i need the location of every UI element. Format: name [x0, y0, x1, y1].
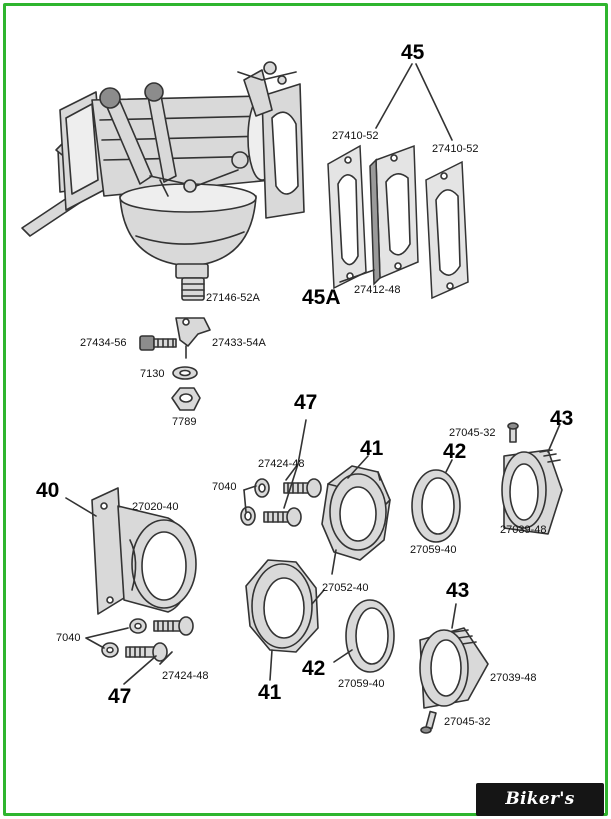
label-nipple-top: 27039-48 — [500, 524, 547, 536]
label-screw: 27434-56 — [80, 337, 127, 349]
label-seal-top: 27059-40 — [410, 544, 457, 556]
label-nipple-bottom: 27039-48 — [490, 672, 537, 684]
nipple-bottom-illustration — [419, 603, 489, 734]
label-gasket-center: 27412-48 — [354, 284, 401, 296]
label-packing-nut: 27052-40 — [322, 582, 369, 594]
packing-nut-top-illustration — [321, 455, 391, 575]
label-screw-small-bottom: 27045-32 — [444, 716, 491, 728]
label-screws-bottom: 27424-48 — [162, 670, 209, 682]
callout-42-bottom: 42 — [302, 657, 326, 680]
callout-47-bottom: 47 — [108, 685, 132, 708]
seal-top-illustration — [411, 459, 461, 543]
label-nut: 7789 — [172, 416, 197, 428]
screws-washers-bottom-illustration — [85, 616, 194, 685]
green-frame — [3, 3, 608, 816]
brand-badge: Biker's Store — [476, 783, 604, 816]
label-screw-small: 27045-32 — [449, 427, 496, 439]
label-bracket: 27433-54A — [212, 337, 266, 349]
hardware-illustration — [139, 317, 211, 411]
callout-47-top: 47 — [294, 391, 318, 414]
callout-45: 45 — [401, 41, 425, 64]
label-manifold: 27020-40 — [132, 501, 179, 513]
callout-42-top: 42 — [443, 440, 467, 463]
label-washers-bottom: 7040 — [56, 632, 81, 644]
packing-nut-bottom-illustration — [245, 559, 325, 681]
label-screws-top: 27424-48 — [258, 458, 305, 470]
callout-41-bottom: 41 — [258, 681, 282, 704]
manifold-illustration — [65, 487, 197, 615]
screws-washers-top-illustration — [240, 419, 322, 527]
label-gasket-right: 27410-52 — [432, 143, 479, 155]
gasket-set-illustration — [327, 63, 469, 300]
label-drain-plug: 27146-52A — [206, 292, 260, 304]
callout-43-bottom: 43 — [446, 579, 470, 602]
label-washers-top: 7040 — [212, 481, 237, 493]
label-lockwasher: 7130 — [140, 368, 165, 380]
callout-45a: 45A — [302, 286, 341, 309]
label-seal-bottom: 27059-40 — [338, 678, 385, 690]
carburetor-illustration — [21, 61, 305, 301]
nipple-top-illustration — [501, 422, 563, 535]
callout-40: 40 — [36, 479, 60, 502]
label-gasket-left: 27410-52 — [332, 130, 379, 142]
callout-41-top: 41 — [360, 437, 384, 460]
seal-bottom-illustration — [333, 599, 395, 673]
callout-43-top: 43 — [550, 407, 574, 430]
